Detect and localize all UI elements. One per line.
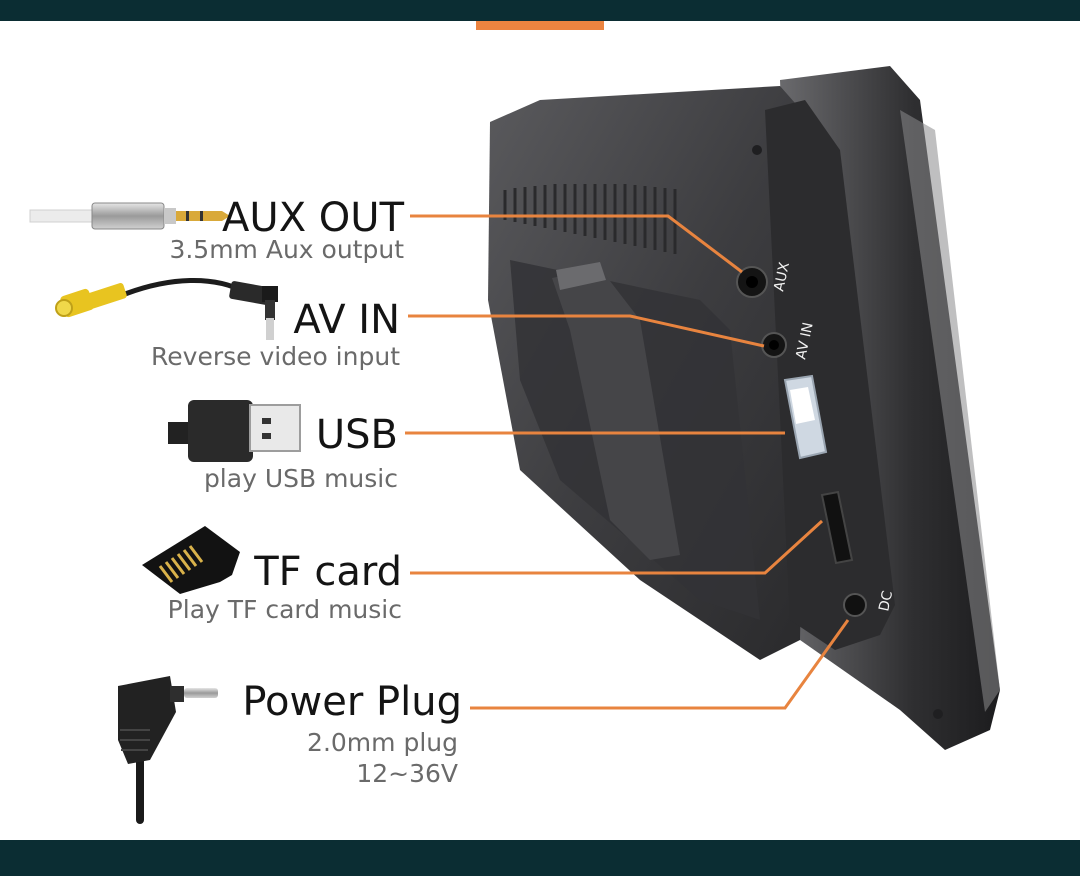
av-in-desc: Reverse video input (151, 342, 400, 371)
power-plug-voltage: 12~36V (356, 759, 458, 789)
monitor-device (488, 66, 1000, 750)
accent-tab (476, 21, 604, 30)
device-label-av-in: AV IN (793, 321, 816, 361)
rca-cable-icon (55, 278, 278, 340)
tf-card-title: TF card (254, 549, 402, 595)
top-band (0, 0, 1080, 21)
power-plug-title: Power Plug (242, 679, 462, 725)
callout-lines (405, 214, 850, 710)
bottom-band (0, 840, 1080, 876)
tf-card-desc: Play TF card music (167, 595, 402, 624)
usb-title: USB (315, 412, 398, 458)
usb-desc: play USB music (203, 464, 398, 493)
usb-cable-icon (35, 400, 301, 462)
tf-card-icon (142, 526, 240, 594)
power-plug-desc: 2.0mm plug 12~36V (307, 727, 458, 790)
power-plug-size: 2.0mm plug (307, 728, 458, 757)
aux-out-desc: 3.5mm Aux output (169, 235, 404, 264)
device-label-dc: DC (876, 589, 896, 613)
av-in-title: AV IN (293, 297, 400, 343)
aux-out-title: AUX OUT (222, 195, 404, 241)
power-plug-icon (118, 676, 218, 824)
device-label-aux: AUX (771, 260, 793, 292)
3.5mm-audio-jack-icon (29, 202, 230, 230)
